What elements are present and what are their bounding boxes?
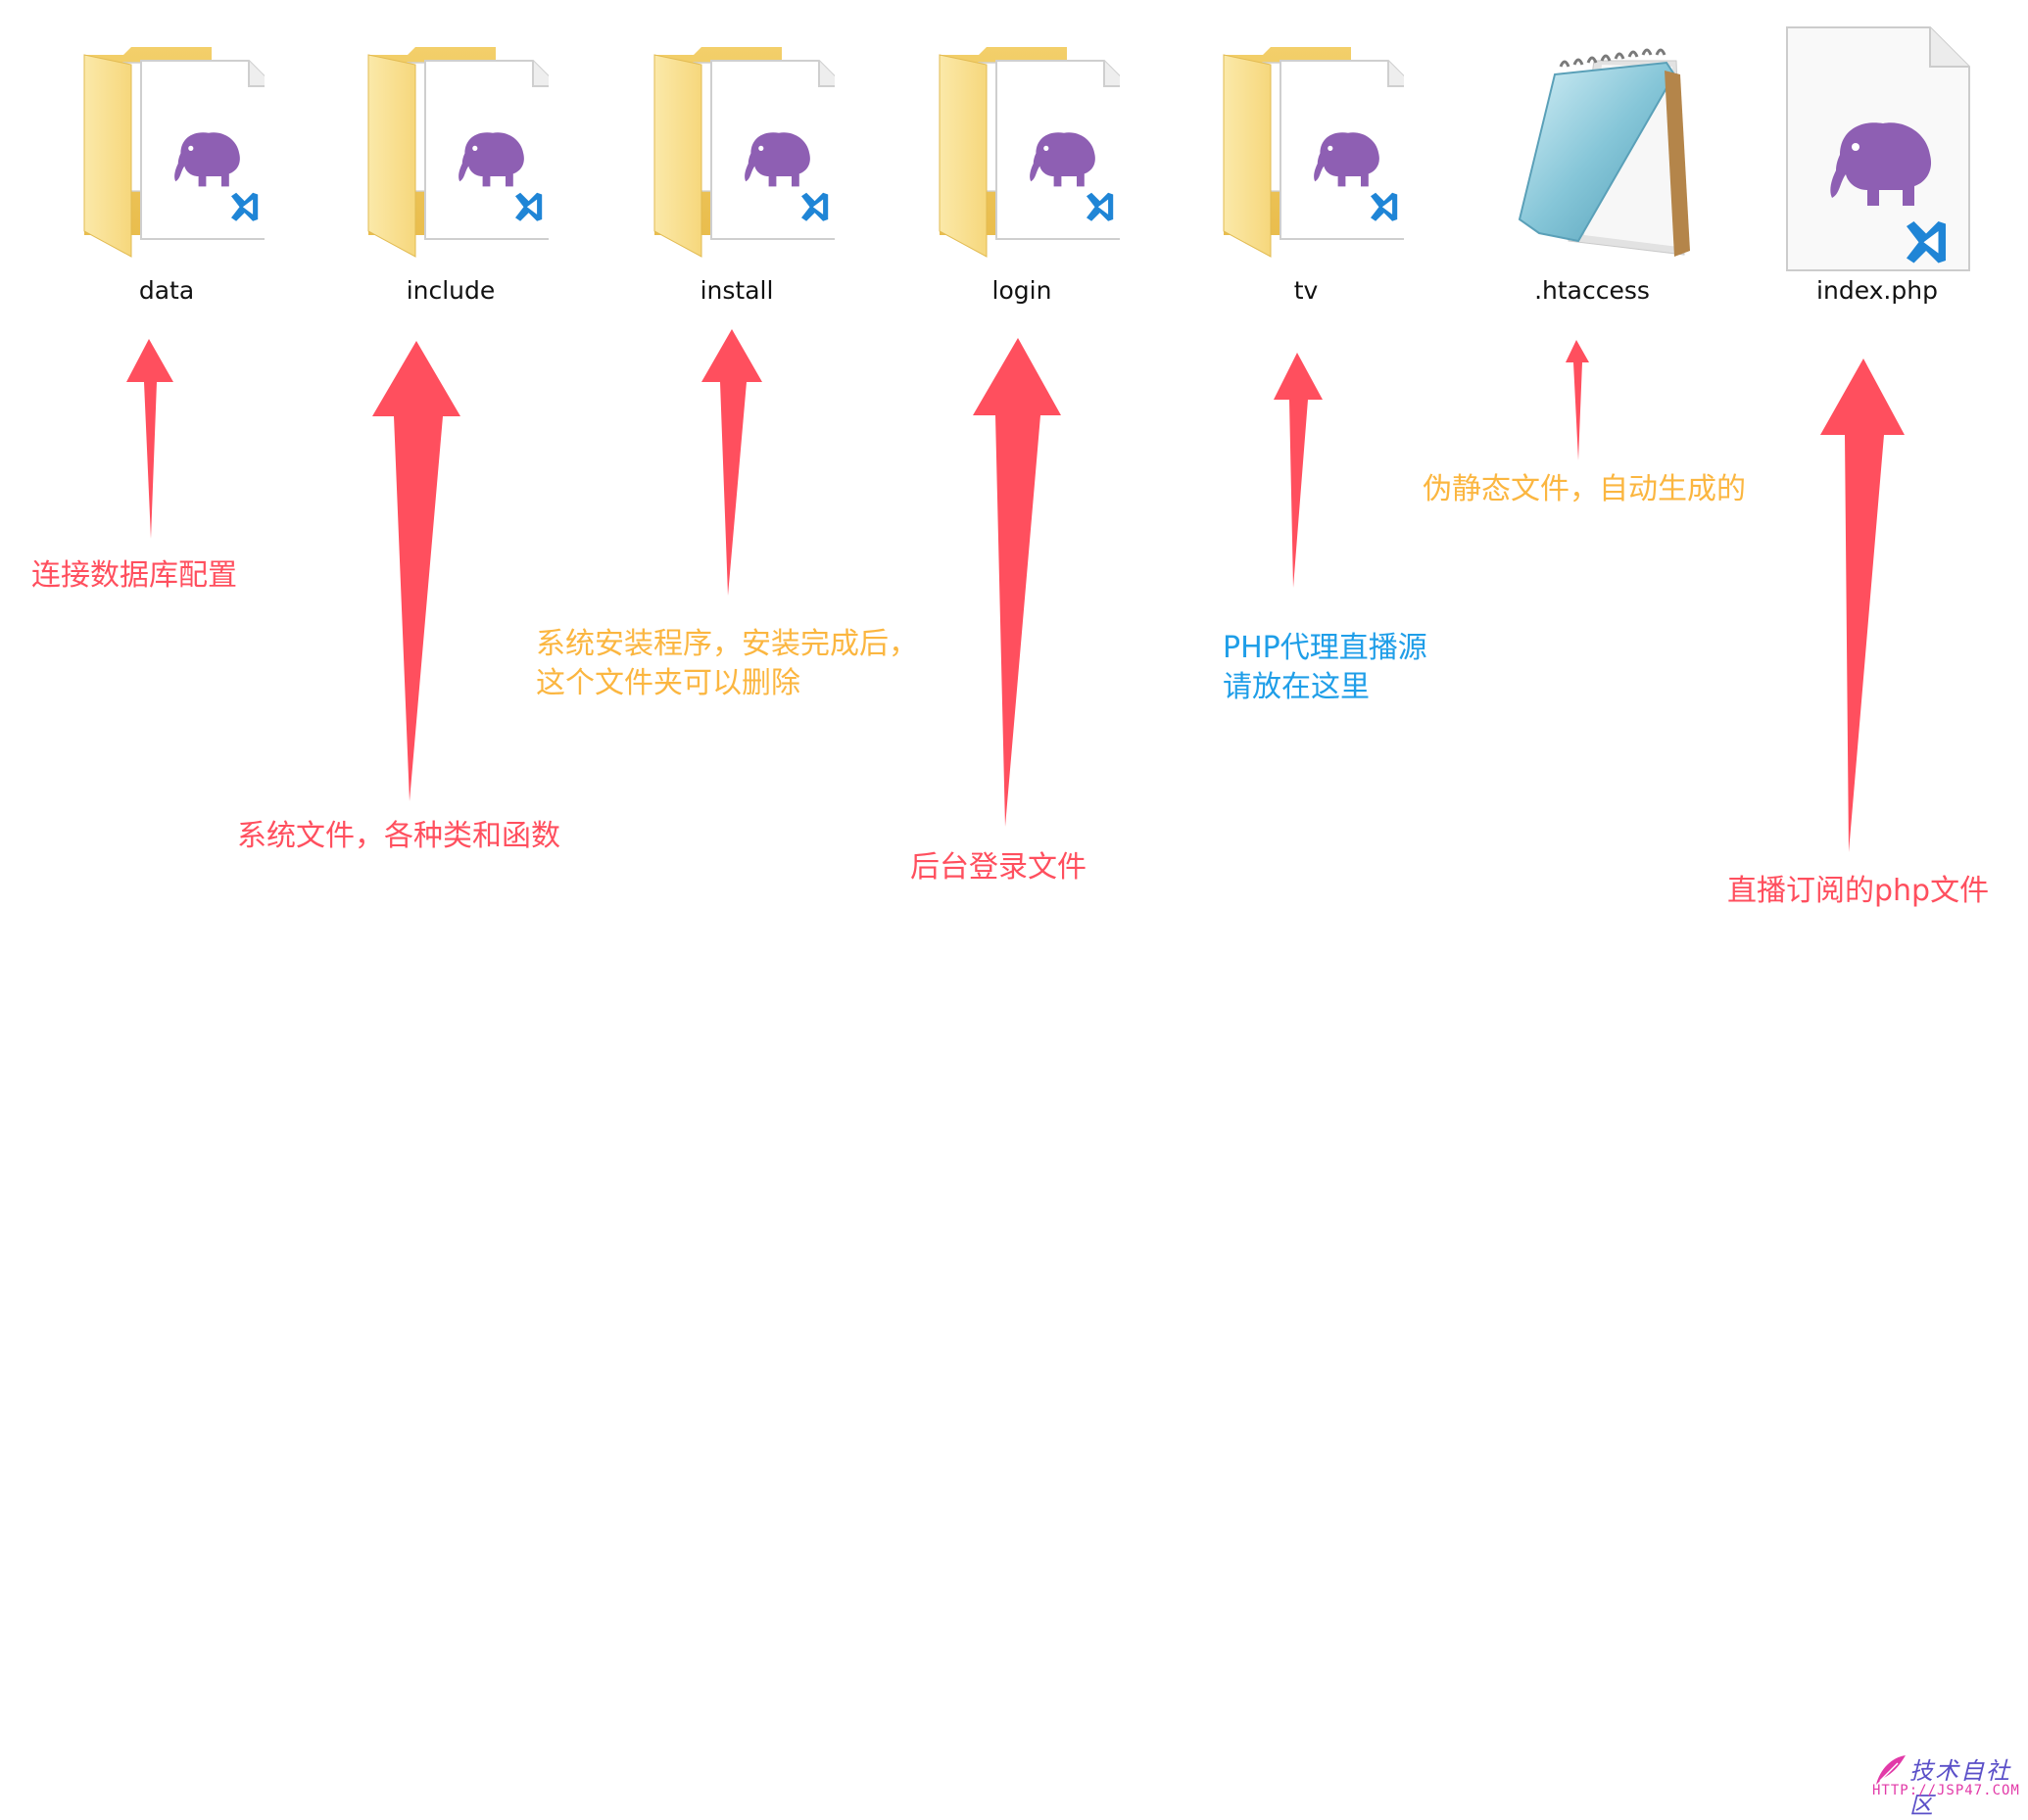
note-line: 后台登录文件 — [910, 850, 1086, 885]
arrow-install — [701, 329, 762, 596]
file-item-data[interactable]: data — [69, 25, 265, 319]
arrow-include — [372, 341, 460, 801]
note-line: 系统安装程序，安装完成后， — [536, 627, 918, 661]
file-name: install — [700, 276, 774, 305]
note-line: 伪静态文件，自动生成的 — [1423, 472, 1746, 506]
arrow-htaccess — [1566, 340, 1589, 460]
note-line: PHP代理直播源 — [1223, 631, 1427, 665]
notepad-icon — [1518, 48, 1690, 257]
watermark: 技术自社区 HTTP://JSP47.COM — [1866, 1751, 2023, 1819]
arrow-index-php — [1820, 359, 1905, 852]
watermark-title: 技术自社区 — [1909, 1757, 2011, 1819]
note-htaccess: 伪静态文件，自动生成的 — [1423, 470, 1746, 509]
note-install: 系统安装程序，安装完成后， 这个文件夹可以删除 — [536, 625, 918, 703]
note-tv: PHP代理直播源 请放在这里 — [1223, 629, 1427, 707]
file-item-index-php[interactable]: index.php — [1779, 25, 1975, 319]
arrow-data — [126, 339, 173, 539]
file-name: index.php — [1816, 276, 1938, 305]
note-include: 系统文件，各种类和函数 — [237, 817, 560, 856]
note-index-php: 直播订阅的php文件 — [1727, 872, 1989, 911]
file-item-htaccess[interactable]: .htaccess — [1494, 25, 1690, 319]
file-item-tv[interactable]: tv — [1208, 25, 1404, 319]
arrow-login — [973, 338, 1061, 827]
file-name: login — [991, 276, 1052, 305]
note-line: 直播订阅的php文件 — [1727, 874, 1990, 908]
note-line: 这个文件夹可以删除 — [536, 666, 800, 700]
file-item-install[interactable]: install — [639, 25, 835, 319]
file-name: include — [406, 276, 496, 305]
file-name: .htaccess — [1534, 276, 1650, 305]
arrow-tv — [1274, 353, 1323, 588]
file-item-login[interactable]: login — [924, 25, 1120, 319]
note-line: 系统文件，各种类和函数 — [237, 819, 560, 853]
note-data: 连接数据库配置 — [31, 556, 237, 596]
note-line: 连接数据库配置 — [31, 558, 237, 593]
watermark-url: HTTP://JSP47.COM — [1872, 1783, 2020, 1798]
file-item-include[interactable]: include — [353, 25, 549, 319]
file-name: tv — [1293, 276, 1319, 305]
note-line: 请放在这里 — [1223, 670, 1370, 704]
feather-logo-icon — [1876, 1755, 1906, 1785]
file-name: data — [138, 276, 195, 305]
note-login: 后台登录文件 — [910, 848, 1086, 887]
php-file-icon — [1786, 26, 1970, 271]
